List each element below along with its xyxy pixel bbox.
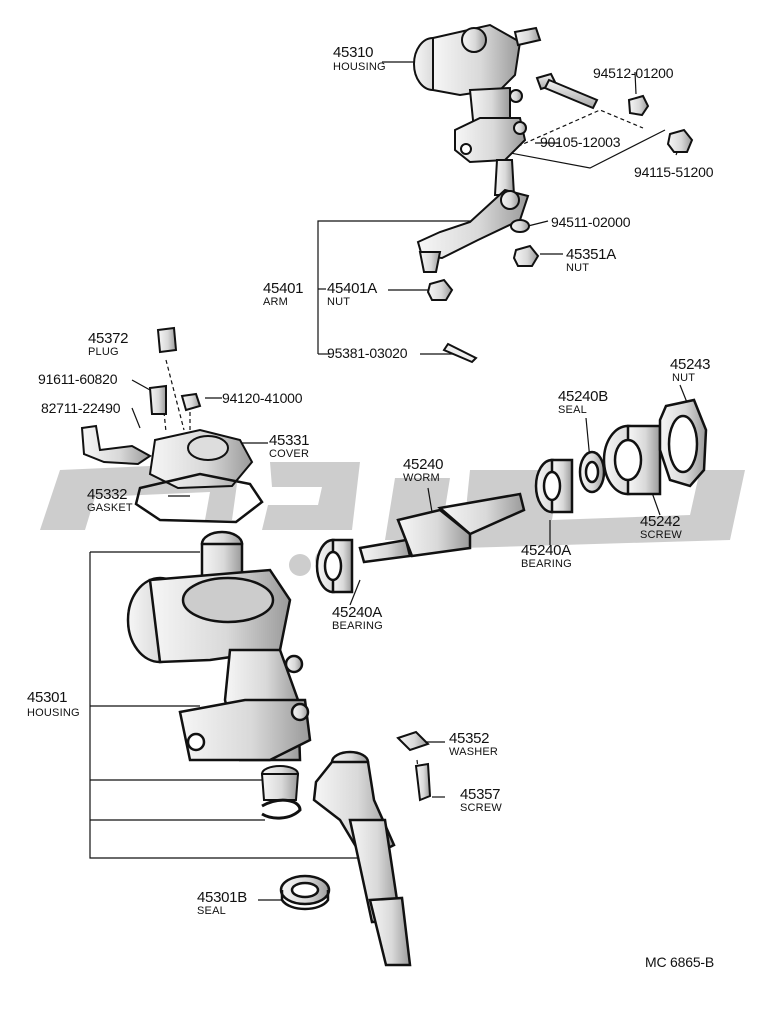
bolt-90105-drawing (535, 72, 599, 110)
part-name-cover-45331: COVER (269, 448, 310, 460)
part-number-45372: 45372 (88, 330, 129, 347)
part-name-worm-45240: WORM (403, 472, 440, 484)
part-number-45357: 45357 (460, 786, 501, 803)
bearing-housing-lower-drawing (260, 765, 302, 820)
part-name-nut-45401a: NUT (327, 296, 351, 308)
washer-94511-drawing (510, 219, 530, 233)
diagram-code: MC 6865-B (645, 954, 715, 970)
part-name-screw-45242: SCREW (640, 529, 682, 541)
nut-45243-drawing (658, 398, 708, 488)
worm-45240-drawing (358, 492, 526, 564)
nut-45351a-drawing (512, 244, 540, 267)
part-name-plug-45372: PLUG (88, 346, 119, 358)
arm-45401-drawing (416, 188, 530, 273)
part-name-nut-45351a: NUT (566, 262, 590, 274)
part-number-94511: 94511-02000 (551, 214, 631, 230)
housing-45310-drawing (413, 23, 542, 196)
seal-45240b-drawing (578, 450, 606, 494)
pin-95381-drawing (442, 342, 478, 364)
part-number-45301: 45301 (27, 689, 68, 706)
part-number-90105: 90105-12003 (540, 134, 621, 150)
part-number-45331: 45331 (269, 432, 310, 449)
sector-shaft-drawing (312, 750, 412, 967)
part-number-82711: 82711-22490 (41, 400, 121, 416)
part-number-45352: 45352 (449, 730, 490, 747)
bracket-82711-drawing (80, 424, 152, 466)
part-number-45242: 45242 (640, 513, 681, 530)
part-number-91611: 91611-60820 (38, 371, 118, 387)
bolt-91611-drawing (148, 384, 167, 415)
part-name-seal-45240b: SEAL (558, 404, 587, 416)
part-number-45351a: 45351A (566, 246, 616, 263)
part-name-washer-45352: WASHER (449, 746, 499, 758)
part-name-bearing-45240a-left: BEARING (332, 620, 383, 632)
nut-94120-drawing (180, 392, 202, 412)
part-number-45401a: 45401A (327, 280, 377, 297)
seal-45301b-drawing (279, 874, 331, 911)
part-number-45332: 45332 (87, 486, 128, 503)
part-number-45310: 45310 (333, 44, 374, 61)
housing-45301-drawing (126, 530, 312, 762)
nut-94115-drawing (666, 128, 694, 153)
cover-45331-drawing (148, 428, 254, 490)
part-name-housing-45310: HOUSING (333, 61, 386, 73)
part-number-45240: 45240 (403, 456, 444, 473)
gasket-45332-drawing (134, 472, 264, 524)
part-number-45301b: 45301B (197, 889, 247, 906)
bearing-45240a-left-drawing (315, 538, 354, 594)
plug-45372-drawing (156, 326, 178, 354)
part-number-94120: 94120-41000 (222, 390, 303, 406)
nut-45401a-drawing (426, 278, 454, 301)
part-number-45240a-left: 45240A (332, 604, 382, 621)
part-number-45243: 45243 (670, 356, 711, 373)
nut-94512-drawing (627, 94, 650, 117)
part-name-gasket-45332: GASKET (87, 502, 133, 514)
part-number-94115: 94115-51200 (634, 164, 714, 180)
bearing-45240a-right-drawing (534, 458, 574, 514)
part-number-45240b: 45240B (558, 388, 608, 405)
screw-45357-drawing (414, 762, 432, 802)
washer-45352-drawing (396, 730, 430, 752)
part-name-seal-45301b: SEAL (197, 905, 226, 917)
part-name-nut-45243: NUT (672, 372, 696, 384)
part-number-45240a-right: 45240A (521, 542, 571, 559)
part-name-housing-45301: HOUSING (27, 707, 80, 719)
part-name-arm-45401: ARM (263, 296, 289, 308)
part-number-95381: 95381-03020 (327, 345, 408, 361)
part-name-bearing-45240a-right: BEARING (521, 558, 572, 570)
part-number-45401: 45401 (263, 280, 304, 297)
part-number-94512: 94512-01200 (593, 65, 674, 81)
leader-lines (89, 61, 689, 901)
part-name-screw-45357: SCREW (460, 802, 502, 814)
screw-45242-drawing (602, 424, 662, 496)
